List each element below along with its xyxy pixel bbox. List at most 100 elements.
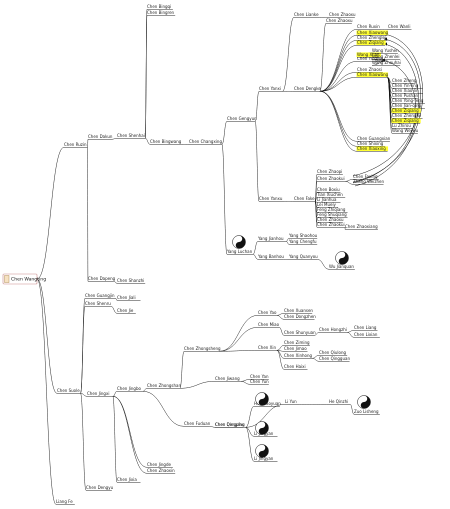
root-node[interactable]: Chen Wangting <box>2 273 46 285</box>
node-label[interactable]: Chen Yin-ling <box>392 83 419 88</box>
node-label[interactable]: Chen Haixi <box>284 364 306 369</box>
node-label[interactable]: Chen Dengzhu <box>215 422 245 427</box>
node-label[interactable]: Lu Zhirou <box>392 123 411 128</box>
node-label[interactable]: Chen Yun <box>250 379 269 384</box>
node-label[interactable]: Yang Banhou <box>257 254 284 259</box>
node-label[interactable]: Chen Boxiu <box>317 187 340 192</box>
node-label[interactable]: Chen Jixia <box>117 477 137 482</box>
node-label[interactable]: Chen Faxing <box>353 174 378 179</box>
node-label[interactable]: Feng Zhiqiang <box>317 207 346 212</box>
node-label[interactable]: Chen Zhaoxu <box>317 217 344 222</box>
node-label[interactable]: Chen Zhongshan <box>147 383 181 388</box>
node-label[interactable]: Li Yun <box>285 399 297 404</box>
node-label[interactable]: Chen Zhaoxu <box>326 18 353 23</box>
node-label[interactable]: Chen Jian-qing <box>392 103 422 108</box>
node-label[interactable]: Chen Dakun <box>88 134 113 139</box>
node-label[interactable]: Chen Zhaoxiang <box>345 224 378 229</box>
node-label[interactable]: Chen Ruxin <box>357 24 380 29</box>
node-label[interactable]: Chen Jingde <box>147 462 172 467</box>
node-label[interactable]: Wang Zhenlei <box>372 54 399 59</box>
node-label[interactable]: Liang Fe <box>56 499 73 504</box>
node-label[interactable]: Li Jianhua <box>317 197 337 202</box>
node-label[interactable]: Chen Xinhong <box>284 353 313 358</box>
node-label[interactable]: Chen Zhaokui <box>317 176 345 181</box>
node-label[interactable]: Chen Shunyuan <box>284 330 316 335</box>
node-label[interactable]: Chen Dapeng <box>88 276 116 281</box>
node-label[interactable]: Chen Hongzhi <box>319 327 347 332</box>
node-label[interactable]: Yang Quanyou <box>288 254 318 259</box>
node-label[interactable]: Chen Bingren <box>147 10 175 15</box>
node-label[interactable]: Chen Zhaokui <box>317 222 345 227</box>
node-label[interactable]: Chen Yao <box>258 310 277 315</box>
node-label[interactable]: Chen Yong-feng <box>392 98 424 103</box>
node-label[interactable]: Chen Wanli <box>388 24 411 29</box>
node-label[interactable]: Chen Jiwang <box>215 376 240 381</box>
node-label[interactable]: Chen Ziming <box>284 340 310 345</box>
node-label[interactable]: Chen Miao <box>258 322 280 327</box>
node-label[interactable]: Chen Jimao <box>284 346 307 351</box>
node-label[interactable]: Chen Yanxi <box>259 86 281 91</box>
node-label[interactable]: Chen Dengke <box>294 86 321 91</box>
node-label[interactable]: Chen Shenru <box>85 301 111 306</box>
node-label[interactable]: Chen Bingwang <box>150 139 182 144</box>
node-label[interactable]: Yang Chengfu <box>288 239 317 244</box>
node-label[interactable]: Li Jingyan <box>254 456 274 461</box>
node-label[interactable]: Wang Wei-xu <box>392 128 419 133</box>
node-label[interactable]: Chen Fuduan <box>184 421 211 426</box>
node-label[interactable]: Wang Yushen <box>372 48 399 53</box>
node-label[interactable]: Chen Jie <box>117 308 134 313</box>
node-label[interactable]: Chen Zhaosi <box>357 67 382 72</box>
node-label[interactable]: Chen Zhenglei <box>357 35 386 40</box>
node-label[interactable]: Wu Jianquan <box>329 264 354 269</box>
node-label[interactable]: Chen Qingping <box>215 422 245 427</box>
node-label[interactable]: Lei Mueiy <box>317 202 337 207</box>
node-label[interactable]: Chen Ziqiang <box>392 118 419 123</box>
node-label[interactable]: Chen Liang <box>354 325 377 330</box>
node-label[interactable]: Chen Ziqiang <box>392 108 419 113</box>
node-label[interactable]: He Zhaoyuan <box>254 401 281 406</box>
node-label[interactable]: Yang Jianhou <box>257 236 284 241</box>
node-label[interactable]: Chen Guangjin <box>85 293 115 298</box>
node-label[interactable]: Chen Zhaopi <box>317 169 342 174</box>
node-label[interactable]: Chen Lixian <box>354 332 378 337</box>
node-label[interactable]: Zuo Lisheng <box>354 409 379 414</box>
node-label[interactable]: Chen Bingqi <box>147 4 171 9</box>
node-label[interactable]: Chen Guangxian <box>357 136 391 141</box>
node-label[interactable]: Chen Fake <box>294 196 315 201</box>
node-label[interactable]: Chen Jiali <box>117 295 136 300</box>
node-label[interactable]: Chen Shenhai <box>117 133 145 138</box>
node-label[interactable]: Chen Dengyu <box>86 485 114 490</box>
node-label[interactable]: Chen Pushan <box>392 93 419 98</box>
node-label[interactable]: Chen Gengyun <box>227 116 257 121</box>
node-label[interactable]: Chen Yingjun <box>357 56 384 61</box>
node-label[interactable]: Chen Shanzhi <box>117 278 144 283</box>
root-node-box[interactable] <box>2 273 38 285</box>
node-label[interactable]: Wang Xi'an <box>357 52 380 57</box>
node-label[interactable]: Chen Xin <box>258 345 276 350</box>
node-label[interactable]: Chen Suole <box>57 388 80 393</box>
node-label[interactable]: Chen Xuansen <box>284 308 313 313</box>
node-label[interactable]: Chen Zheng <box>392 78 417 83</box>
node-label[interactable]: Chen Xiaoxing <box>357 146 386 151</box>
node-label[interactable]: Chen Ruzin <box>64 142 87 147</box>
node-label[interactable]: Yang Shaohou <box>288 233 318 238</box>
node-label[interactable]: Chen Qiulong <box>319 350 346 355</box>
node-label[interactable]: Chen Lianke <box>294 12 319 17</box>
node-label[interactable]: Chen Zhaoxin <box>147 468 175 473</box>
node-label[interactable]: Tian Xiuchen <box>316 192 343 197</box>
node-label[interactable]: Chen Yanxu <box>259 196 283 201</box>
node-label[interactable]: Chen Jingbo <box>117 386 142 391</box>
node-label[interactable]: Chen Xiao-lin <box>392 88 419 93</box>
node-label[interactable]: Chen Yan <box>250 374 269 379</box>
node-label[interactable]: Chen Zhongsheng <box>184 346 221 351</box>
node-label[interactable]: Chen Qingguan <box>319 356 350 361</box>
node-label[interactable]: Wang Zhouhai <box>372 60 401 65</box>
node-label[interactable]: Zhang Weizhen <box>353 179 384 184</box>
node-label[interactable]: Chen Ziqiang <box>357 40 384 45</box>
node-label[interactable]: Yang Luchan <box>226 249 253 254</box>
node-label[interactable]: Chen Changxing <box>189 139 222 144</box>
node-label[interactable]: He Qinzhi <box>329 399 348 404</box>
node-label[interactable]: Chen Jingxi <box>87 391 109 396</box>
node-label[interactable]: Chen Zhenglei <box>392 113 421 118</box>
node-label[interactable]: Chen Dongzhen <box>284 314 316 319</box>
